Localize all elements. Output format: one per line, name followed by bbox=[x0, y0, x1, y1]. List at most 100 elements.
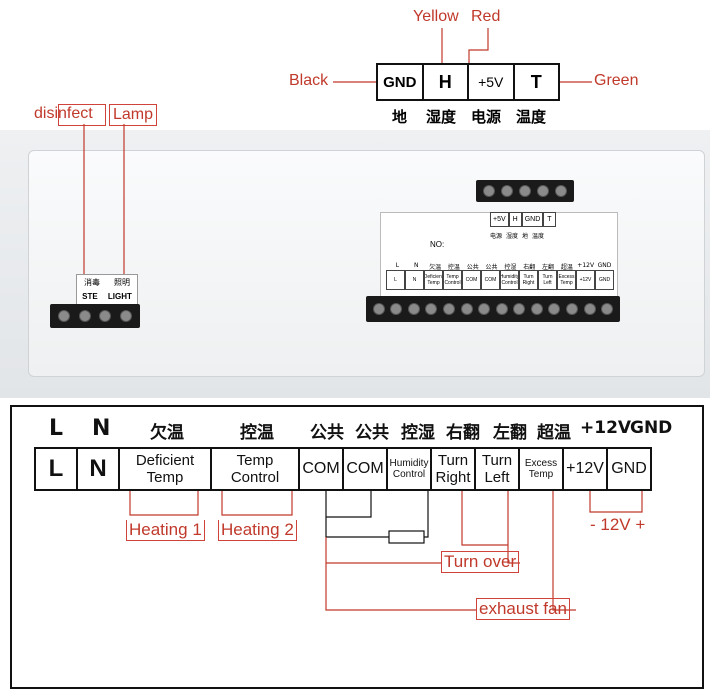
terminal-screw bbox=[443, 303, 456, 315]
card-cell: Deficient Temp bbox=[424, 270, 443, 290]
card-cell: Excess Temp bbox=[557, 270, 576, 290]
cn-label-humidity: 湿度 bbox=[426, 108, 457, 126]
diagram-top-label: L bbox=[49, 416, 64, 441]
card-cn-label: +12V bbox=[577, 262, 595, 269]
diagram-top-label: 控湿 bbox=[401, 423, 435, 443]
card-no-label: NO: bbox=[430, 240, 445, 249]
cell-line-1: Humidity bbox=[389, 458, 429, 469]
top-wire-lines bbox=[333, 28, 592, 83]
cell-line-1: COM bbox=[346, 460, 384, 477]
red-wire-label: Red bbox=[471, 8, 501, 25]
card-cn-label: L bbox=[395, 262, 400, 269]
cell-line-1: GND bbox=[611, 460, 647, 477]
disinfect-highlight bbox=[58, 104, 106, 126]
card-cn-label: 公共 bbox=[466, 264, 479, 271]
cell-line-2: Control bbox=[230, 469, 280, 486]
heating1-tag: Heating 1 bbox=[126, 520, 205, 541]
diagram-top-label: +12V bbox=[580, 418, 632, 438]
diagram-terminal-cell: GND bbox=[606, 447, 652, 491]
small-cell-5v: +5V bbox=[490, 212, 509, 227]
card-cn-label: 控湿 bbox=[504, 264, 517, 271]
card-cell: Humidity Control bbox=[500, 270, 519, 290]
card-cell: L bbox=[386, 270, 405, 290]
card-cn-label: GND bbox=[597, 262, 612, 269]
terminal-screw bbox=[372, 303, 385, 315]
card-cell: Temp Control bbox=[443, 270, 462, 290]
left-tag-lines bbox=[83, 124, 125, 280]
terminal-screw bbox=[548, 303, 561, 315]
terminal-screw bbox=[583, 303, 596, 315]
card-cell: COM bbox=[481, 270, 500, 290]
card-cn-label: 左翻 bbox=[542, 264, 555, 271]
yellow-wire-label: Yellow bbox=[413, 8, 459, 25]
left-cn-light: 照明 bbox=[114, 278, 130, 287]
diagram-top-label: 控温 bbox=[240, 423, 274, 443]
diagram-top-label: N bbox=[92, 416, 111, 441]
cell-line-1: COM bbox=[302, 460, 340, 477]
card-cell: +12V bbox=[576, 270, 595, 290]
terminal-screw bbox=[460, 303, 473, 315]
card-cn-label: N bbox=[413, 262, 419, 269]
black-wire-label: Black bbox=[289, 72, 329, 89]
terminal-screw bbox=[407, 303, 420, 315]
diagram-top-label: 欠温 bbox=[150, 423, 184, 443]
top-connector-strip: GND H +5V T bbox=[376, 63, 560, 101]
diagram-top-label: 公共 bbox=[310, 423, 344, 443]
heating2-tag: Heating 2 bbox=[218, 520, 297, 541]
left-terminal-block bbox=[50, 304, 140, 328]
small-card-cn: 电源 湿度 地 温度 bbox=[490, 231, 544, 240]
cell-line-1: Excess bbox=[524, 458, 558, 469]
card-cn-label: 控温 bbox=[447, 264, 460, 271]
terminal-screw bbox=[513, 303, 526, 315]
card-cell: COM bbox=[462, 270, 481, 290]
terminal-screw bbox=[425, 303, 438, 315]
cell-line-1: Temp bbox=[236, 452, 274, 469]
terminal-screw bbox=[390, 303, 403, 315]
diagram-top-label: 超温 bbox=[537, 423, 571, 443]
exhaust-fan-tag: exhaust fan bbox=[476, 598, 570, 620]
card-cell: Turn Left bbox=[538, 270, 557, 290]
strip-cell-5v: +5V bbox=[469, 65, 515, 99]
strip-cell-gnd: GND bbox=[378, 65, 424, 99]
diagram-top-label: 公共 bbox=[355, 423, 389, 443]
card-cn-label: 超温 bbox=[560, 264, 573, 271]
disinfect-tag: disinfect bbox=[34, 105, 93, 122]
cell-line-2: Left bbox=[484, 469, 510, 486]
power-12v-tag: - 12V + bbox=[590, 515, 646, 534]
cell-line-1: Turn bbox=[481, 452, 513, 469]
cell-line-2: Temp bbox=[146, 469, 184, 486]
terminal-screw bbox=[478, 303, 491, 315]
small-cn-2: 地 bbox=[522, 233, 529, 240]
card-cn-label: 右翻 bbox=[523, 264, 536, 271]
small-cell-h: H bbox=[508, 212, 522, 227]
left-cn-ste: 消毒 bbox=[84, 278, 100, 287]
terminal-screw bbox=[601, 303, 614, 315]
small-cn-1: 湿度 bbox=[506, 233, 519, 240]
card-cn-label: 公共 bbox=[485, 264, 498, 271]
card-cn-label: 欠温 bbox=[429, 264, 442, 271]
left-en-ste: STE bbox=[82, 292, 98, 301]
terminal-screw bbox=[530, 303, 543, 315]
card-cell: GND bbox=[595, 270, 614, 290]
strip-cell-h: H bbox=[424, 65, 469, 99]
cell-line-1: Turn bbox=[437, 452, 469, 469]
cell-line-1: +12V bbox=[566, 460, 604, 477]
small-card-cells: +5V H GND T bbox=[490, 212, 556, 227]
small-cn-0: 电源 bbox=[490, 233, 503, 240]
small-cell-t: T bbox=[543, 212, 556, 227]
small-cn-3: 温度 bbox=[532, 233, 545, 240]
terminal-screw bbox=[565, 303, 578, 315]
diagram-top-label: 左翻 bbox=[493, 423, 527, 443]
small-cell-gnd: GND bbox=[521, 212, 544, 227]
diagram-top-label: 右翻 bbox=[446, 423, 480, 443]
cn-label-power: 电源 bbox=[471, 108, 502, 126]
cell-line-2: Control bbox=[392, 469, 426, 480]
left-en-light: LIGHT bbox=[107, 292, 132, 301]
strip-cell-t: T bbox=[530, 71, 542, 92]
left-terminal-label: 消毒 照明 STE LIGHT bbox=[76, 274, 138, 306]
cn-label-ground: 地 bbox=[392, 108, 408, 126]
